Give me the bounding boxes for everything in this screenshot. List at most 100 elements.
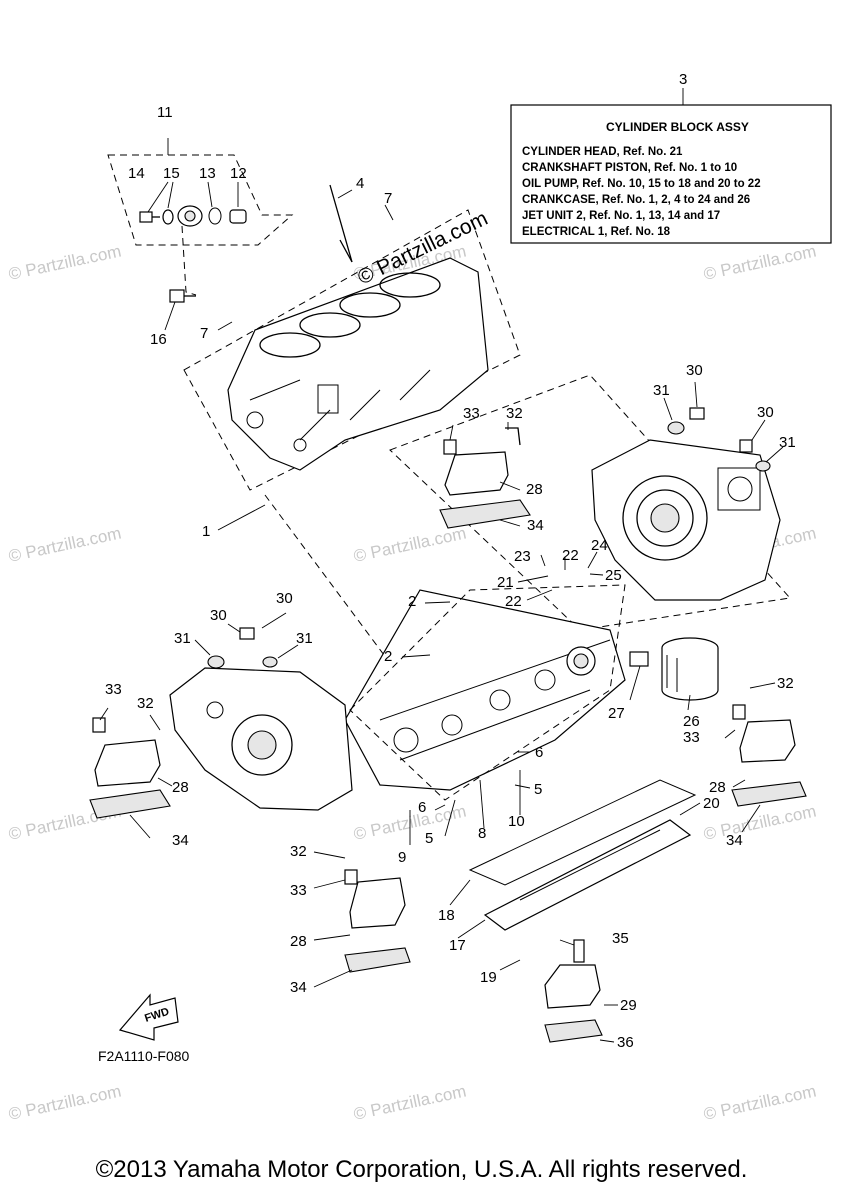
callout-30: 30 (276, 590, 293, 607)
cylinder-block-upper-shape (227, 184, 489, 471)
callout-21: 21 (497, 574, 514, 591)
callout-30: 30 (686, 362, 703, 379)
callout-2: 2 (408, 593, 416, 610)
callout-27: 27 (608, 705, 625, 722)
leader-lines (99, 181, 784, 1043)
callout-33: 33 (463, 405, 480, 422)
callout-15: 15 (163, 165, 180, 182)
callout-7: 7 (384, 190, 392, 207)
oil-filter-shape (661, 637, 719, 701)
callout-14: 14 (128, 165, 145, 182)
callout-30: 30 (757, 404, 774, 421)
watermark: © Partzilla.com (352, 524, 468, 566)
oring-13-shape (208, 207, 222, 225)
crankcase-dashed-outline (349, 584, 626, 801)
callout-5: 5 (534, 781, 542, 798)
callout-25: 25 (605, 567, 622, 584)
callout-34: 34 (527, 517, 544, 534)
callout-9: 9 (398, 849, 406, 866)
watermark: © Partzilla.com (702, 1082, 818, 1124)
bolt-16-shape (169, 289, 196, 303)
callout-3: 3 (679, 71, 687, 88)
mount-28-left-shape (89, 717, 171, 819)
callout-11: 11 (157, 104, 173, 121)
watermark: © Partzilla.com (7, 524, 123, 566)
callout-1: 1 (202, 523, 210, 540)
callout-12: 12 (230, 165, 247, 182)
oil-pan-shape (468, 779, 697, 931)
callout-31: 31 (174, 630, 191, 647)
cylinder-block-assy-box: 3 CYLINDER BLOCK ASSY CYLINDER HEAD, Ref… (510, 71, 832, 244)
bolt-14-shape (139, 211, 160, 223)
callout-33: 33 (290, 882, 307, 899)
callout-6: 6 (418, 799, 426, 816)
callout-36: 36 (617, 1034, 634, 1051)
callout-28: 28 (172, 779, 189, 796)
callout-labels: 1 2 2 4 5 5 6 6 7 7 8 9 10 11 12 13 14 1… (105, 104, 796, 1051)
assy-box-title: CYLINDER BLOCK ASSY (606, 120, 749, 134)
callout-22: 22 (505, 593, 522, 610)
callout-6: 6 (535, 744, 543, 761)
sensor-13-shape (177, 205, 203, 227)
callout-31: 31 (653, 382, 670, 399)
callout-34: 34 (290, 979, 307, 996)
callout-10: 10 (508, 813, 525, 830)
bolt-30b-shape (739, 439, 771, 472)
callout-24: 24 (591, 537, 608, 554)
washer-15-shape (162, 209, 174, 225)
mount-28-right-shape (731, 704, 807, 807)
callout-5: 5 (425, 830, 433, 847)
watermark: © Partzilla.com (352, 1082, 468, 1124)
callout-34: 34 (726, 832, 743, 849)
mount-28-upper-shape (439, 427, 531, 529)
left-cover-shape (169, 667, 353, 811)
watermark: © Partzilla.com (7, 1082, 123, 1124)
callout-13: 13 (199, 165, 216, 182)
callout-7: 7 (200, 325, 208, 342)
callout-28: 28 (526, 481, 543, 498)
callout-16: 16 (150, 331, 167, 348)
assy-box-line: CRANKCASE, Ref. No. 1, 2, 4 to 24 and 26 (522, 194, 750, 206)
right-cover-shape (591, 439, 781, 601)
callout-18: 18 (438, 907, 455, 924)
callout-32: 32 (137, 695, 154, 712)
callout-34: 34 (172, 832, 189, 849)
callout-17: 17 (449, 937, 466, 954)
copyright-footer: ©2013 Yamaha Motor Corporation, U.S.A. A… (95, 1156, 748, 1183)
callout-28: 28 (709, 779, 726, 796)
callout-20: 20 (703, 795, 720, 812)
assy-box-line: CRANKSHAFT PISTON, Ref. No. 1 to 10 (522, 162, 737, 174)
callout-31: 31 (296, 630, 313, 647)
callout-31: 31 (779, 434, 796, 451)
mount-28-center-shape (344, 869, 411, 973)
cylinder-block-outline (183, 209, 521, 491)
callout-23: 23 (514, 548, 531, 565)
bolt-30-shape (667, 407, 705, 435)
bracket-29-shape (544, 939, 603, 1043)
assy-box-line: OIL PUMP, Ref. No. 10, 15 to 18 and 20 t… (522, 178, 761, 190)
callout-28: 28 (290, 933, 307, 950)
callout-33: 33 (105, 681, 122, 698)
callout-8: 8 (478, 825, 486, 842)
callout-32: 32 (290, 843, 307, 860)
watermark: © Partzilla.com (7, 242, 123, 284)
callout-35: 35 (612, 930, 629, 947)
nipple-27-shape (629, 651, 649, 667)
callout-32: 32 (777, 675, 794, 692)
assy-box-line: ELECTRICAL 1, Ref. No. 18 (522, 226, 671, 238)
fwd-arrow: FWD (118, 993, 179, 1041)
watermark: © Partzilla.com (702, 242, 818, 284)
callout-29: 29 (620, 997, 637, 1014)
callout-33: 33 (683, 729, 700, 746)
crankcase-shape (344, 589, 626, 791)
assy-box-line: JET UNIT 2, Ref. No. 1, 13, 14 and 17 (522, 210, 720, 222)
callout-26: 26 (683, 713, 700, 730)
callout-32: 32 (506, 405, 523, 422)
sensor-kit-group (107, 138, 294, 303)
bolt-30c-shape (207, 627, 278, 669)
callout-19: 19 (480, 969, 497, 986)
assy-box-line: CYLINDER HEAD, Ref. No. 21 (522, 146, 683, 158)
callout-2: 2 (384, 648, 392, 665)
plug-12-shape (229, 209, 247, 224)
